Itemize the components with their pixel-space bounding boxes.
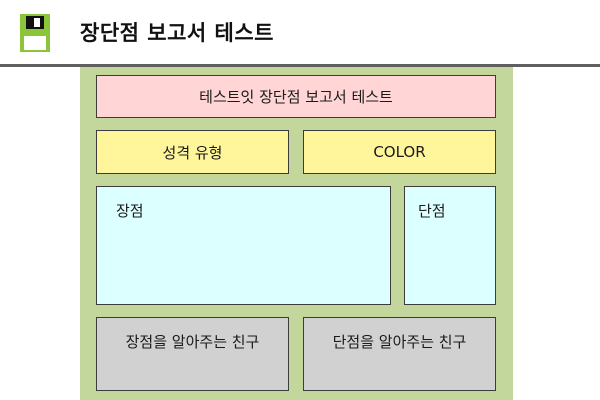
report-title-cell: 테스트잇 장단점 보고서 테스트 (96, 75, 496, 118)
personality-type-cell: 성격 유형 (96, 130, 289, 174)
friend-pros-label: 장점을 알아주는 친구 (125, 333, 260, 351)
report-title-label: 테스트잇 장단점 보고서 테스트 (199, 88, 393, 106)
friend-pros-cell: 장점을 알아주는 친구 (96, 317, 289, 391)
color-label: COLOR (373, 143, 426, 161)
pros-cell: 장점 (96, 186, 391, 305)
friend-cons-cell: 단점을 알아주는 친구 (303, 317, 496, 391)
header: 장단점 보고서 테스트 (0, 0, 600, 64)
color-cell: COLOR (303, 130, 496, 174)
page-title: 장단점 보고서 테스트 (80, 21, 275, 45)
friend-cons-label: 단점을 알아주는 친구 (332, 333, 467, 351)
personality-type-label: 성격 유형 (162, 143, 223, 162)
cons-label: 단점 (418, 202, 446, 220)
cons-cell: 단점 (404, 186, 496, 305)
report-board: 테스트잇 장단점 보고서 테스트 성격 유형 COLOR 장점 단점 장점을 알… (80, 67, 513, 400)
header-divider (0, 64, 600, 67)
save-icon (20, 14, 50, 52)
pros-label: 장점 (116, 202, 144, 220)
